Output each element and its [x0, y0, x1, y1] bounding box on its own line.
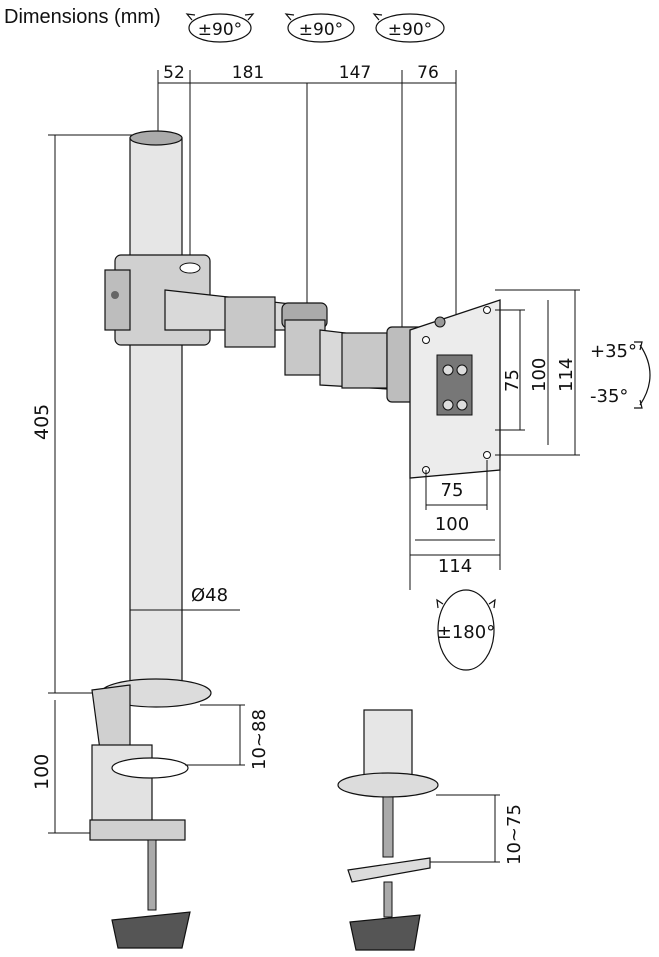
dim-405: 405: [31, 404, 53, 440]
arm-segment-1: [164, 289, 301, 348]
pole: [129, 130, 240, 694]
rotate-180-icon: ±180°: [436, 589, 496, 671]
vesa-v-75: 75: [502, 369, 523, 392]
rotation-label-1: ±90°: [198, 20, 242, 40]
vesa-h-100: 100: [435, 514, 469, 535]
dim-grommet-range: 10~75: [504, 804, 525, 865]
clamp-range-dimension: [185, 704, 245, 766]
vesa-v-114: 114: [556, 358, 577, 392]
tilt-down-label: -35°: [590, 386, 628, 407]
tilt-up-label: +35°: [590, 341, 637, 362]
arm-joint-middle: [281, 302, 328, 376]
rotation-icon-joint-1: ±90°: [185, 13, 255, 43]
rotation-label-3: ±90°: [388, 20, 432, 40]
vesa-vertical-dimensions: [495, 289, 580, 456]
tilt-arrow-icon: [634, 341, 651, 409]
vesa-h-114: 114: [438, 556, 472, 577]
rotate-label: ±180°: [437, 622, 495, 643]
grommet-range-dimension: [430, 794, 500, 863]
drawing-title: Dimensions (mm): [4, 6, 161, 28]
vesa-v-100: 100: [529, 358, 550, 392]
dim-clamp-range: 10~88: [249, 709, 270, 770]
dim-pole-diameter: Ø48: [191, 585, 228, 606]
vesa-horizontal-dimensions: [409, 460, 501, 590]
top-dimension-line: [157, 70, 457, 330]
vesa-plate: [409, 299, 501, 479]
rotation-icon-joint-3: ±90°: [372, 13, 445, 43]
dim-52: 52: [163, 63, 185, 83]
dim-147: 147: [339, 63, 371, 83]
dim-100-clamp: 100: [31, 754, 53, 790]
arm-segment-2: [319, 329, 406, 391]
dim-76: 76: [417, 63, 439, 83]
dim-181: 181: [232, 63, 264, 83]
rotation-label-2: ±90°: [299, 20, 343, 40]
vesa-h-75: 75: [441, 480, 464, 501]
rotation-icon-joint-2: ±90°: [284, 13, 355, 43]
desk-clamp: [89, 678, 212, 949]
grommet-mount: [337, 709, 439, 951]
